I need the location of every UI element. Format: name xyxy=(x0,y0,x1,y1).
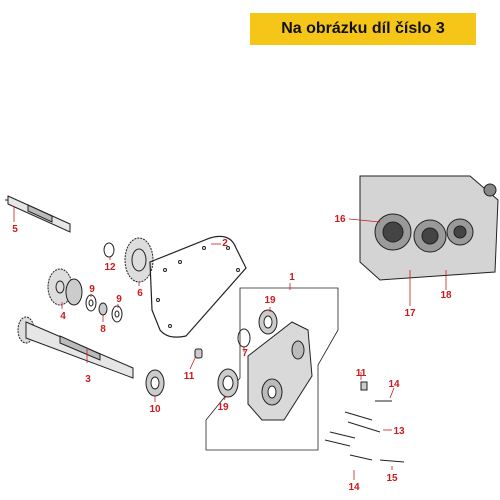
callout-3: 3 xyxy=(85,374,91,385)
callout-9b: 9 xyxy=(116,294,122,305)
callout-15: 15 xyxy=(386,473,398,484)
callout-12: 12 xyxy=(104,262,116,273)
callout-5: 5 xyxy=(12,224,18,235)
callout-18: 18 xyxy=(440,290,452,301)
callout-1: 1 xyxy=(289,272,295,283)
output-shaft xyxy=(17,316,134,379)
callout-17: 17 xyxy=(404,308,416,319)
bolts xyxy=(324,381,405,463)
callout-14b: 14 xyxy=(348,482,360,493)
dowel-pin xyxy=(194,348,203,359)
callout-16: 16 xyxy=(334,214,346,225)
callout-7: 7 xyxy=(242,348,248,359)
callout-19b: 19 xyxy=(217,402,229,413)
crankcase xyxy=(359,175,499,281)
callout-9a: 9 xyxy=(89,284,95,295)
callout-4: 4 xyxy=(60,311,66,322)
gasket xyxy=(149,235,247,338)
callout-19a: 19 xyxy=(264,295,276,306)
oil-seal xyxy=(145,369,165,397)
leader-lines xyxy=(13,206,447,480)
callout-11a: 11 xyxy=(184,371,195,382)
circlip xyxy=(103,242,115,258)
callout-10: 10 xyxy=(149,404,161,415)
part-number-banner: Na obrázku díl číslo 3 xyxy=(250,13,476,45)
callout-11b: 11 xyxy=(356,368,367,379)
transmission-cover xyxy=(247,321,313,421)
callout-6: 6 xyxy=(137,288,143,299)
callout-2: 2 xyxy=(222,238,228,249)
callout-13: 13 xyxy=(393,426,405,437)
input-shaft xyxy=(5,195,71,233)
gear-cluster xyxy=(47,268,83,306)
callout-8: 8 xyxy=(100,324,106,335)
bearings xyxy=(217,309,278,398)
callout-14a: 14 xyxy=(388,379,400,390)
large-gear xyxy=(124,237,154,283)
